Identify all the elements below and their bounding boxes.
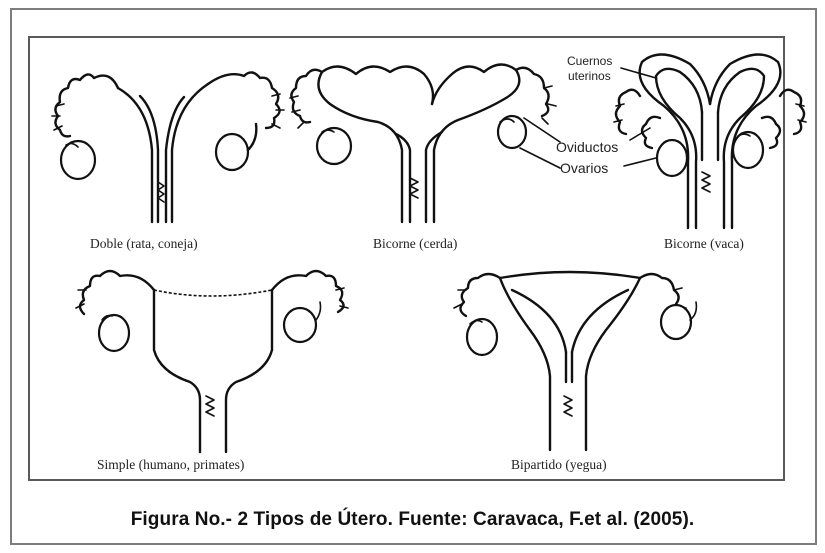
leader-oviductos-left — [524, 118, 560, 142]
annotation-uterinos: uterinos — [568, 69, 611, 83]
uterus-bicorne-cerda: Bicorne (cerda) — [290, 64, 556, 251]
annotation-oviductos: Oviductos — [556, 139, 618, 155]
label-bicorne-cerda: Bicorne (cerda) — [373, 236, 457, 251]
label-simple: Simple (humano, primates) — [97, 457, 244, 472]
leader-cuernos — [621, 68, 656, 78]
ovary-right — [733, 132, 763, 168]
label-doble: Doble (rata, coneja) — [90, 236, 198, 251]
leader-ovarios-right — [624, 158, 656, 166]
annotation-ovarios: Ovarios — [560, 160, 608, 176]
ovary-right — [216, 134, 248, 170]
label-bipartido: Bipartido (yegua) — [511, 457, 607, 472]
ovary-left — [467, 319, 497, 355]
uterus-doble: Doble (rata, coneja) — [52, 72, 284, 251]
ovary-left — [657, 140, 687, 176]
uterus-bicorne-vaca: Bicorne (vaca) — [614, 54, 806, 251]
uterus-simple: Simple (humano, primates) — [76, 271, 348, 472]
figure-caption: Figura No.- 2 Tipos de Útero. Fuente: Ca… — [0, 509, 825, 531]
ovary-left — [317, 128, 351, 164]
ovary-left — [99, 315, 129, 351]
uterus-bipartido: Bipartido (yegua) — [454, 272, 696, 472]
leader-ovarios-left — [520, 148, 560, 168]
annotations: Cuernos uterinos Oviductos Ovarios — [520, 54, 656, 176]
ovary-right — [284, 308, 316, 342]
label-bicorne-vaca: Bicorne (vaca) — [664, 236, 744, 251]
ovary-right — [661, 305, 691, 339]
annotation-cuernos: Cuernos — [567, 54, 612, 68]
